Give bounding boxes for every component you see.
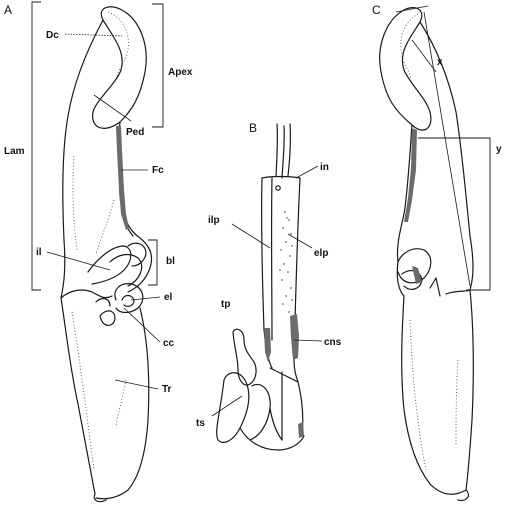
panel-label-b: B	[249, 121, 257, 135]
label-y: y	[496, 144, 502, 155]
label-il: il	[36, 247, 42, 258]
label-x: x	[437, 57, 443, 68]
label-fc: Fc	[152, 165, 164, 176]
label-dc: Dc	[46, 30, 59, 41]
label-bl: bl	[166, 256, 175, 267]
label-tr: Tr	[162, 384, 172, 395]
label-ped: Ped	[126, 127, 144, 138]
label-cns: cns	[324, 337, 342, 348]
label-elp: elp	[314, 248, 328, 259]
specimen-c	[379, 5, 491, 501]
label-el: el	[164, 292, 173, 303]
elp-stipple	[279, 211, 293, 313]
label-cc: cc	[163, 338, 175, 349]
label-lam: Lam	[4, 146, 25, 157]
label-apex: Apex	[168, 67, 193, 78]
panel-label-c: C	[372, 3, 381, 17]
label-in: in	[320, 162, 329, 173]
panel-label-a: A	[4, 3, 12, 17]
label-ilp: ilp	[208, 215, 220, 226]
specimen-a	[31, 1, 164, 503]
label-tp: tp	[221, 299, 230, 310]
label-ts: ts	[196, 418, 205, 429]
specimen-b	[211, 123, 323, 451]
